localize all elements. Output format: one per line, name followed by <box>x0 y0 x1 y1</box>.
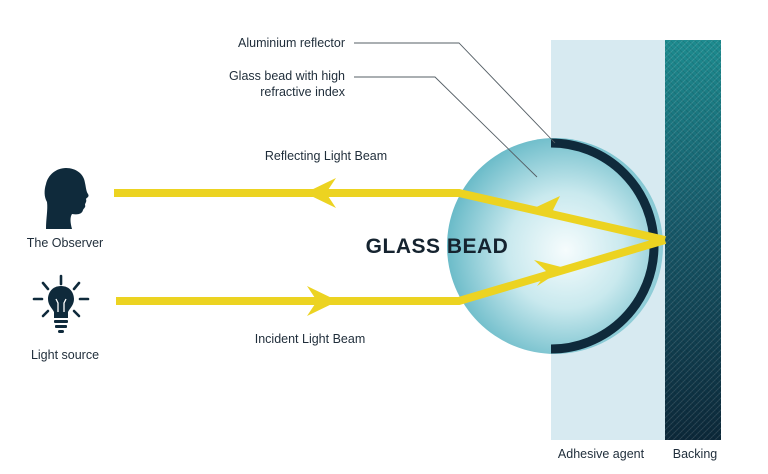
reflecting-beam-label: Reflecting Light Beam <box>265 149 387 163</box>
adhesive-agent-label: Adhesive agent <box>558 447 645 461</box>
backing-label: Backing <box>673 447 718 461</box>
beam-arrowheads <box>305 178 567 316</box>
observer-head-silhouette-icon <box>44 168 89 229</box>
incident-light-beam <box>116 236 667 305</box>
internal-incident-arrowhead <box>534 260 565 286</box>
glass-bead-label-line2: refractive index <box>260 85 346 99</box>
incident-beam-arrowhead <box>307 286 338 316</box>
glass-bead-label-line1: Glass bead with high <box>229 69 345 83</box>
incident-beam-label: Incident Light Beam <box>255 332 366 346</box>
light-beams <box>114 189 667 305</box>
glass-bead <box>447 138 663 354</box>
internal-reflect-arrowhead <box>530 196 567 220</box>
light-source-label: Light source <box>31 348 99 362</box>
leader-line-glass-bead <box>354 76 538 178</box>
reflecting-beam-arrowhead <box>305 178 336 208</box>
glass-bead-title: GLASS BEAD <box>366 235 509 258</box>
aluminium-reflector-label: Aluminium reflector <box>238 36 345 50</box>
leader-line-aluminium-reflector <box>354 42 556 144</box>
observer-label: The Observer <box>27 236 103 250</box>
light-bulb-icon <box>32 274 90 333</box>
reflecting-light-beam <box>114 189 666 244</box>
backing-layer <box>665 40 721 440</box>
